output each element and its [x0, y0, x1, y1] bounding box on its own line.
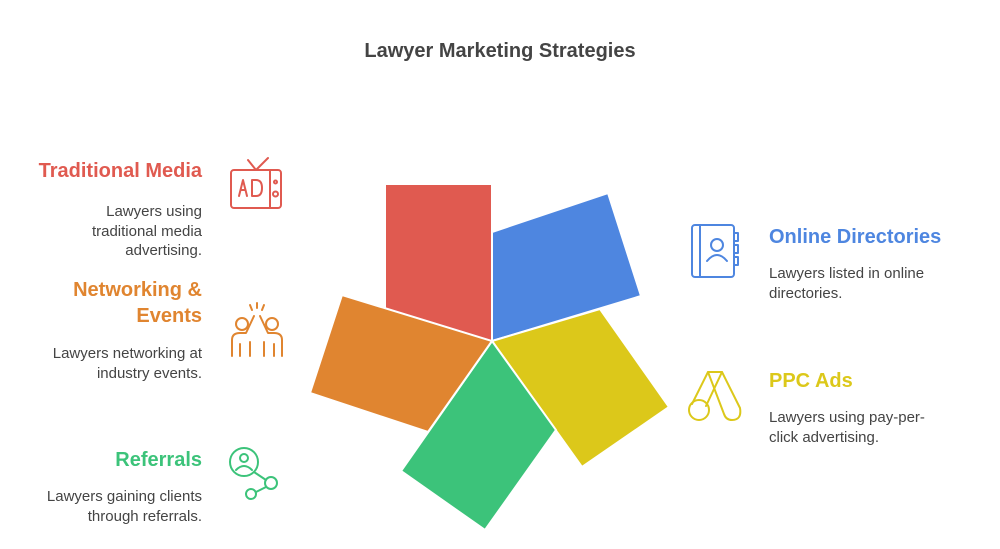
online-directories-description: Lawyers listed in online directories. — [769, 264, 989, 303]
people-high-five-icon — [231, 302, 283, 357]
online-directories-desc-line-2: directories. — [769, 284, 843, 302]
ppc-ads-desc-line-2: click advertising. — [769, 428, 880, 446]
networking-events-desc-line-1: Lawyers networking at — [52, 345, 202, 362]
networking-events-description: Lawyers networking at industry events. — [20, 344, 202, 383]
traditional-media-desc-line-2: traditional media — [91, 222, 202, 240]
traditional-media-description: Lawyers using traditional media advertis… — [20, 202, 202, 261]
networking-events-title-line-2: Events — [136, 305, 202, 327]
referrals-description: Lawyers gaining clients through referral… — [20, 487, 202, 526]
online-directories-desc-line-1: Lawyers listed in online — [769, 265, 925, 282]
networking-events-title: Networking & Events — [20, 277, 202, 329]
diagram-title: Lawyer Marketing Strategies — [364, 40, 636, 62]
google-ads-icon — [688, 371, 742, 421]
referrals-desc-line-2: through referrals. — [87, 507, 202, 525]
referrals-title: Referrals — [115, 449, 202, 471]
traditional-media-title: Traditional Media — [38, 160, 202, 182]
ppc-ads-desc-line-1: Lawyers using pay-per- — [769, 409, 925, 426]
networking-events-desc-line-2: industry events. — [96, 364, 202, 382]
segment-networking-events — [308, 293, 494, 434]
user-share-icon — [229, 447, 278, 500]
networking-events-title-line-1: Networking & — [73, 279, 202, 301]
referrals-desc-line-1: Lawyers gaining clients — [46, 488, 202, 505]
address-book-icon — [691, 224, 739, 278]
segment-online-directories — [491, 191, 643, 343]
ppc-ads-title: PPC Ads — [769, 370, 853, 392]
online-directories-title: Online Directories — [769, 226, 942, 248]
ppc-ads-description: Lawyers using pay-per- click advertising… — [769, 408, 989, 447]
tv-ad-icon — [230, 157, 282, 209]
traditional-media-desc-line-3: advertising. — [125, 242, 202, 259]
traditional-media-desc-line-1: Lawyers using — [106, 203, 202, 220]
